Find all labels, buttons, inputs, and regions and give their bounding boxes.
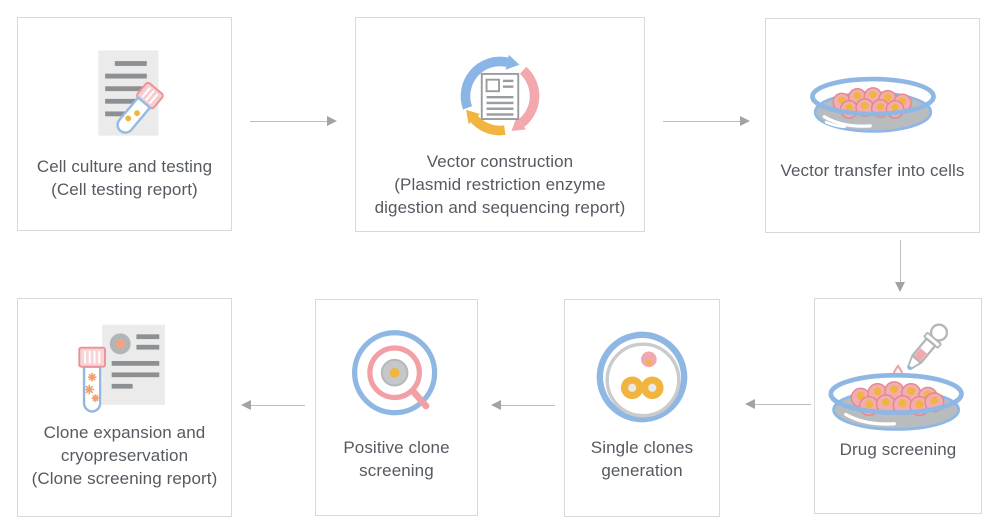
magnifier-clone-icon: [351, 330, 437, 416]
test-tube: [115, 81, 164, 134]
node-cell-culture-testing: Cell culture and testing (Cell testing r…: [17, 17, 232, 231]
node-positive-clone-screening: Positive clone screening: [315, 299, 478, 516]
dividing-cell: [620, 376, 664, 400]
cell-cluster: [850, 381, 945, 417]
single-clone-dish-icon: [596, 331, 688, 423]
dish-rim-front: [828, 393, 964, 415]
arrow-single-clones-to-positive-clone: [491, 400, 555, 410]
document-test-tube-icon: [97, 50, 164, 136]
node-label: Drug screening: [839, 440, 957, 459]
arrow-vector-construction-to-vector-transfer: [663, 116, 750, 126]
petri-dish-cells-icon: [809, 76, 936, 133]
node-clone-expansion-cryopreservation: Clone expansion and cryopreservation (Cl…: [17, 298, 232, 517]
well-inner: [605, 342, 681, 418]
node-drug-screening: Drug screening: [814, 298, 982, 514]
arrow-vector-transfer-to-drug-screening: [895, 240, 905, 292]
arrow-positive-clone-to-clone-expansion: [241, 400, 305, 410]
clone-cell: [380, 358, 408, 387]
cycle-arrows: [460, 54, 540, 136]
screening-report-document: [101, 324, 165, 405]
arrow-drug-screening-to-single-clones: [745, 399, 811, 409]
cycle-arrows-document-icon: [460, 54, 540, 136]
single-cell: [641, 351, 657, 368]
cryovial: [77, 346, 106, 413]
node-label: Vector construction (Plasmid restriction…: [374, 152, 626, 217]
arrow-cell-culture-to-vector-construction: [250, 116, 337, 126]
dish-rim-front: [809, 96, 936, 117]
node-label: Cell culture and testing (Cell testing r…: [36, 157, 213, 199]
dropper-petri-dish-icon: [828, 323, 964, 431]
node-label: Positive clone screening: [343, 438, 450, 480]
sequencing-document: [480, 72, 520, 120]
cryovial-document-icon: [77, 324, 165, 413]
node-label: Single clones generation: [590, 438, 694, 480]
well-rim: [596, 331, 688, 423]
dropper: [907, 323, 949, 370]
node-label: Clone expansion and cryopreservation (Cl…: [31, 423, 218, 488]
frozen-cells: [84, 372, 99, 402]
node-vector-transfer: Vector transfer into cells: [765, 18, 980, 233]
node-label: Vector transfer into cells: [780, 161, 965, 180]
node-single-clones-generation: Single clones generation: [564, 299, 720, 517]
node-vector-construction: Vector construction (Plasmid restriction…: [355, 17, 645, 232]
